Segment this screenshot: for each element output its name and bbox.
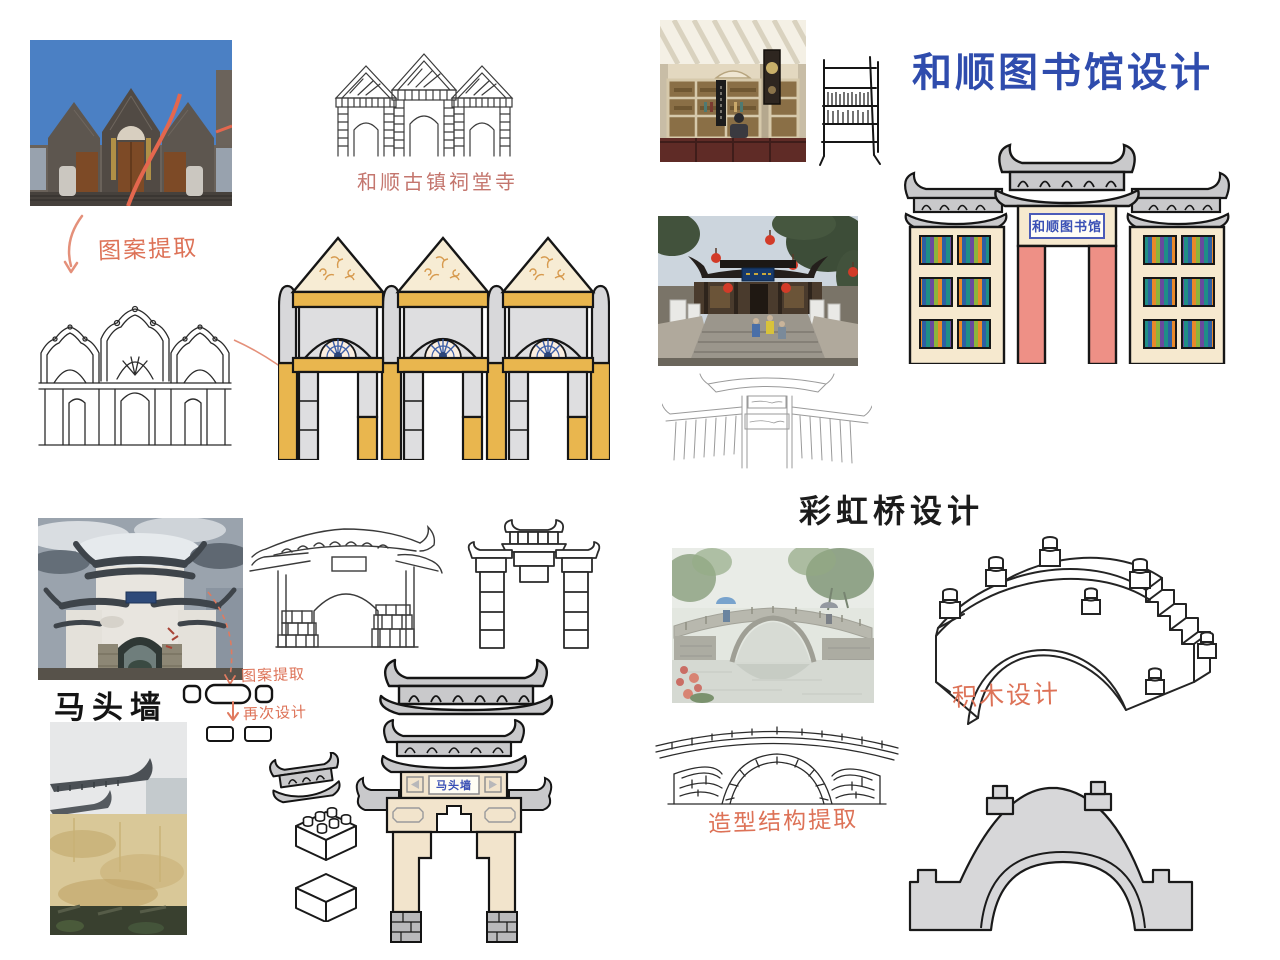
sketch-matou-gate: [248, 515, 446, 655]
roof-part-small: [266, 752, 344, 804]
extract-arrow-icon: [58, 212, 94, 278]
down-arrow-icon: [226, 700, 240, 724]
library-title: 和顺图书馆设计: [912, 51, 1213, 95]
roof-part-large: [375, 652, 557, 724]
matou-arch-sign-text: 马头墙: [436, 778, 472, 792]
photo-stone-bridge: [672, 548, 874, 703]
photo-temple-facade: [30, 40, 232, 206]
sketch-facade-outline: [35, 283, 235, 451]
extracted-bricks: [205, 724, 275, 744]
sketch-triple-arch: [318, 38, 530, 160]
matou-label: 马头墙: [54, 690, 168, 725]
illustration-triple-towers: [278, 228, 610, 460]
library-gate-sign: [1029, 213, 1105, 239]
note-pattern-extract-top: 图案提取: [97, 234, 199, 264]
photo-library-entrance: [658, 216, 858, 366]
photo-matou-gate: [38, 518, 243, 680]
sketch-bookshelf: [812, 52, 882, 167]
note-redesign: 再次设计: [242, 703, 308, 724]
sketch-arch-bridge: [652, 708, 902, 808]
sketch-lego-bridge-3d: [930, 532, 1235, 747]
illustration-matou-arch: 马头墙: [353, 716, 555, 944]
note-block-design: 积木设计: [951, 680, 1061, 712]
photo-library-interior: [660, 20, 806, 162]
sketch-lego-box: [286, 866, 364, 922]
sketch-lego-brick: [286, 800, 364, 864]
matou-arch-sign: [428, 775, 480, 795]
caption-temple-sketch: 和顺古镇祠堂寺: [357, 172, 518, 194]
sketch-library-entrance: [662, 372, 872, 472]
library-gate-sign-text: 和顺图书馆: [1032, 219, 1102, 234]
photo-aged-wall: [50, 722, 187, 935]
silhouette-arch-bridge: [903, 768, 1195, 936]
extracted-shapes: [182, 682, 274, 706]
illustration-library-gate: 和顺图书馆: [898, 142, 1236, 364]
dashed-extract-curve-icon: [200, 588, 245, 693]
bridge-title: 彩虹桥设计: [799, 493, 985, 529]
sketch-block-gate: [450, 518, 618, 650]
note-structure-extract: 造型结构提取: [707, 805, 859, 837]
